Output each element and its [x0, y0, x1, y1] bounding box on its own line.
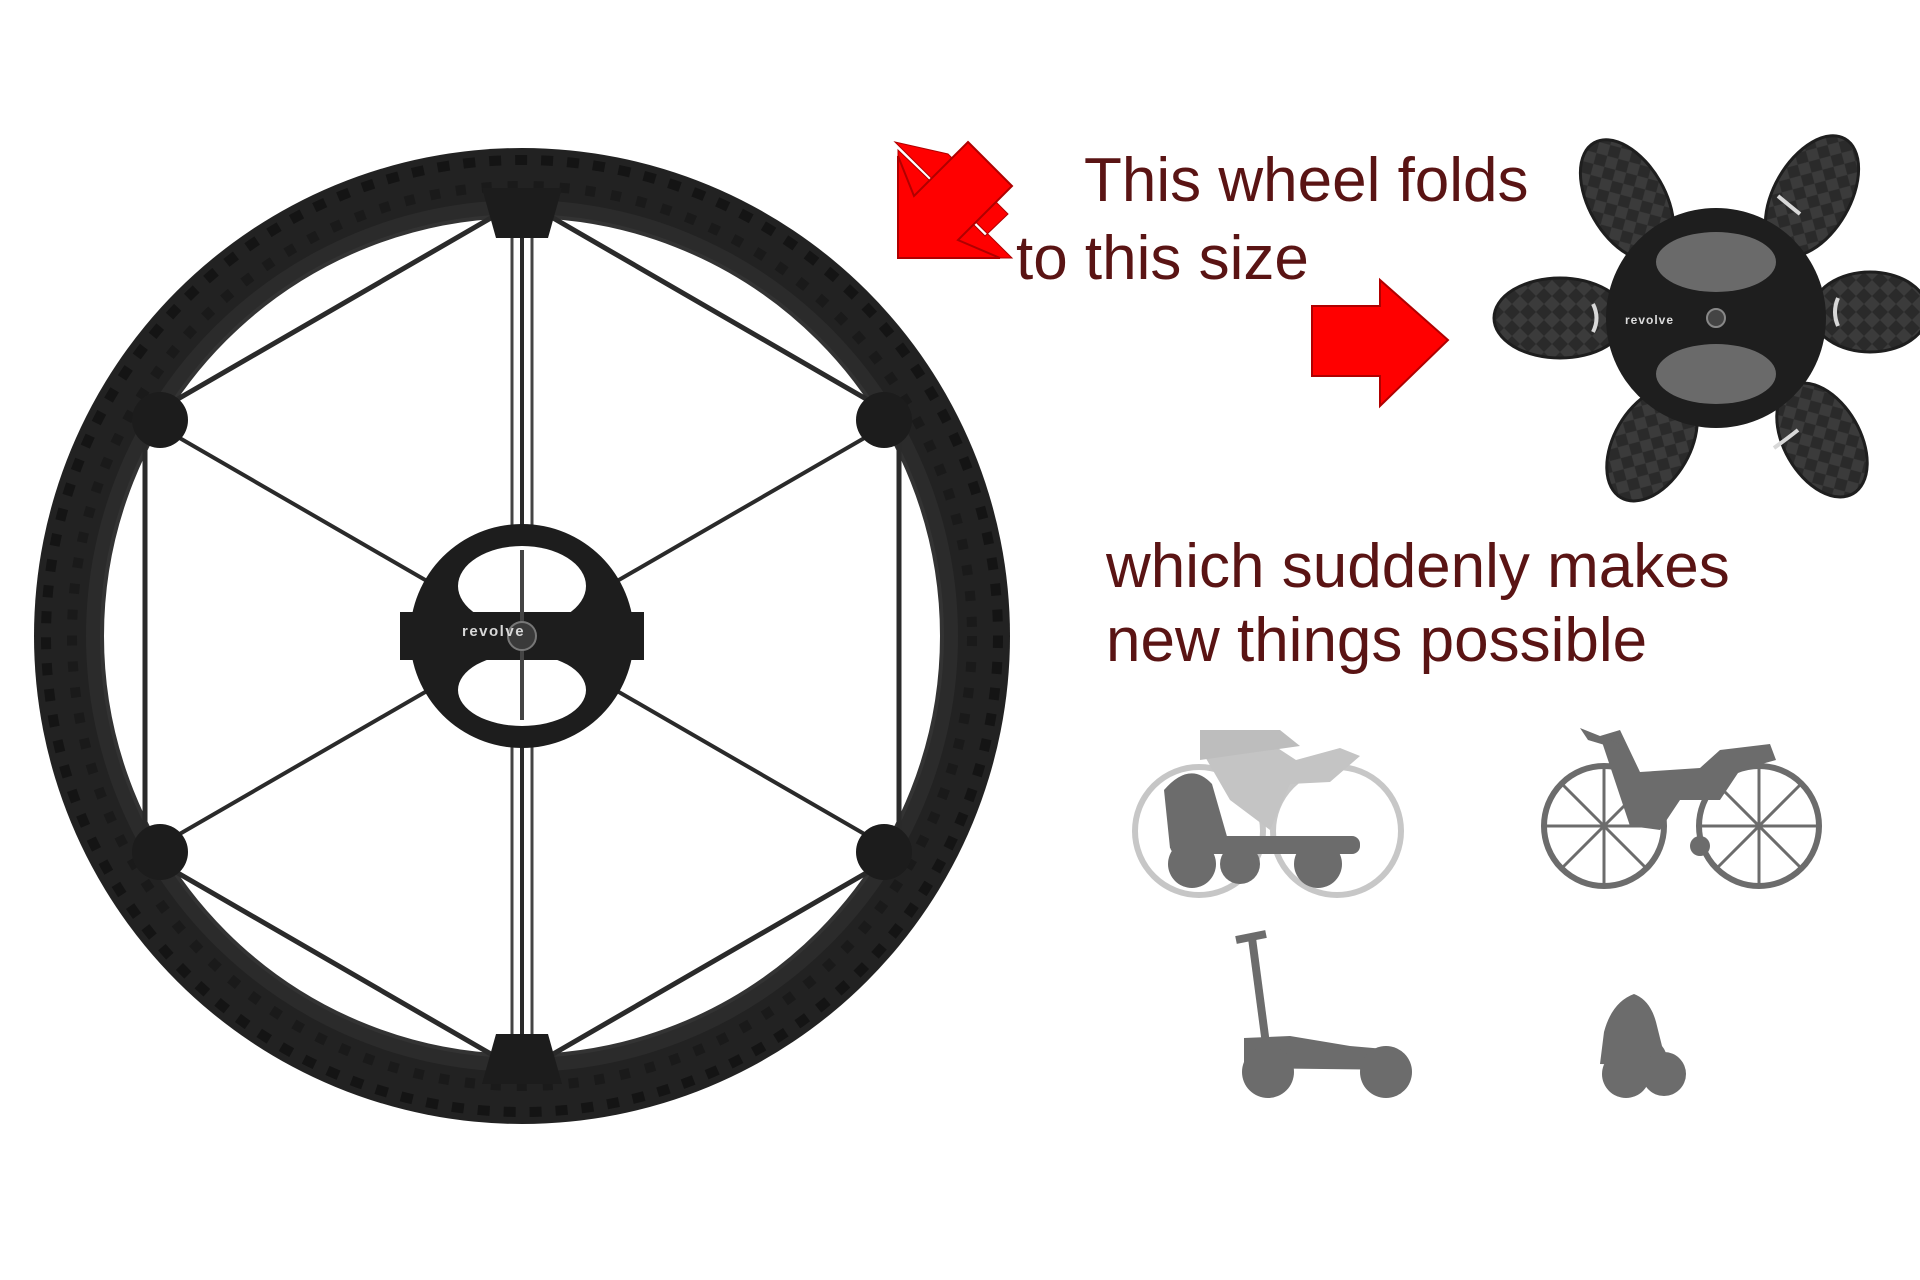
folded-cart-icon: [1600, 994, 1686, 1098]
large-wheel: revolve: [34, 148, 1010, 1124]
bicycle-icon: [1541, 728, 1822, 889]
folded-wheel-brand: revolve: [1625, 313, 1674, 327]
arrow-left-down-shape: [897, 140, 1014, 259]
caption-line-3: which suddenly makes: [1106, 532, 1730, 601]
arrow-right-icon: [1311, 277, 1450, 409]
caption-line-2: to this size: [1016, 224, 1309, 293]
stroller-icon: [1132, 730, 1404, 898]
caption-line-4: new things possible: [1106, 606, 1648, 675]
caption-line-1: This wheel folds: [1084, 146, 1529, 215]
large-wheel-brand: revolve: [462, 623, 525, 640]
scooter-icon: [1235, 930, 1412, 1098]
folded-wheel: revolve: [1492, 134, 1920, 503]
